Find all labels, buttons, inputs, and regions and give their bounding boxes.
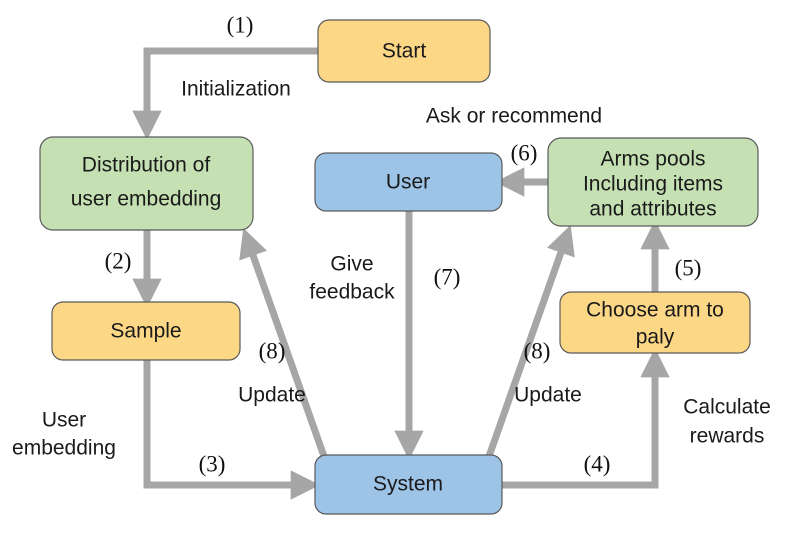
- node-choose-arm[interactable]: Choose arm to paly: [559, 291, 751, 354]
- edge-label-calculate-rewards-line1: Calculate: [683, 396, 771, 419]
- node-user-shape: [314, 152, 503, 212]
- edge-label-calculate-rewards-line2: rewards: [690, 425, 765, 448]
- node-distribution[interactable]: Distribution of user embedding: [39, 136, 254, 231]
- step-label-4: (4): [584, 451, 611, 476]
- step-label-8-left: (8): [259, 338, 286, 363]
- node-distribution-shape: [39, 136, 254, 231]
- edge-label-update-left: Update: [238, 384, 306, 407]
- node-user[interactable]: User: [314, 152, 503, 212]
- edge-sample-to-system: [143, 360, 321, 500]
- step-label-5: (5): [675, 255, 702, 280]
- edge-label-give-feedback-line1: Give: [330, 253, 373, 276]
- step-label-7: (7): [434, 264, 461, 289]
- edge-label-update-right: Update: [514, 384, 582, 407]
- edge-system-to-arms-pools-update: [483, 224, 575, 464]
- node-sample-shape: [51, 301, 241, 361]
- step-label-2: (2): [105, 248, 132, 273]
- step-label-8-right: (8): [524, 338, 551, 363]
- edge-label-initialization: Initialization: [181, 78, 291, 101]
- node-arms-pools-shape: [547, 137, 759, 227]
- step-label-1: (1): [227, 12, 254, 37]
- edge-system-to-distribution-update: [239, 227, 330, 464]
- node-system-shape: [314, 454, 503, 515]
- step-label-3: (3): [199, 451, 226, 476]
- edge-label-user-embedding-line2: embedding: [12, 437, 116, 460]
- node-arms-pools[interactable]: Arms pools Including items and attribute…: [547, 137, 759, 227]
- edge-system-to-choose-arm: [502, 347, 670, 489]
- edge-label-ask-or-recommend: Ask or recommend: [426, 105, 602, 128]
- edge-label-give-feedback-line2: feedback: [309, 281, 395, 304]
- node-start[interactable]: Start: [317, 19, 491, 83]
- step-label-6: (6): [511, 140, 538, 165]
- node-sample[interactable]: Sample: [51, 301, 241, 361]
- node-system[interactable]: System: [314, 454, 503, 515]
- node-choose-arm-shape: [559, 291, 751, 354]
- node-start-shape: [317, 19, 491, 83]
- edge-label-user-embedding-line1: User: [42, 409, 86, 432]
- edge-start-to-distribution: [132, 47, 318, 141]
